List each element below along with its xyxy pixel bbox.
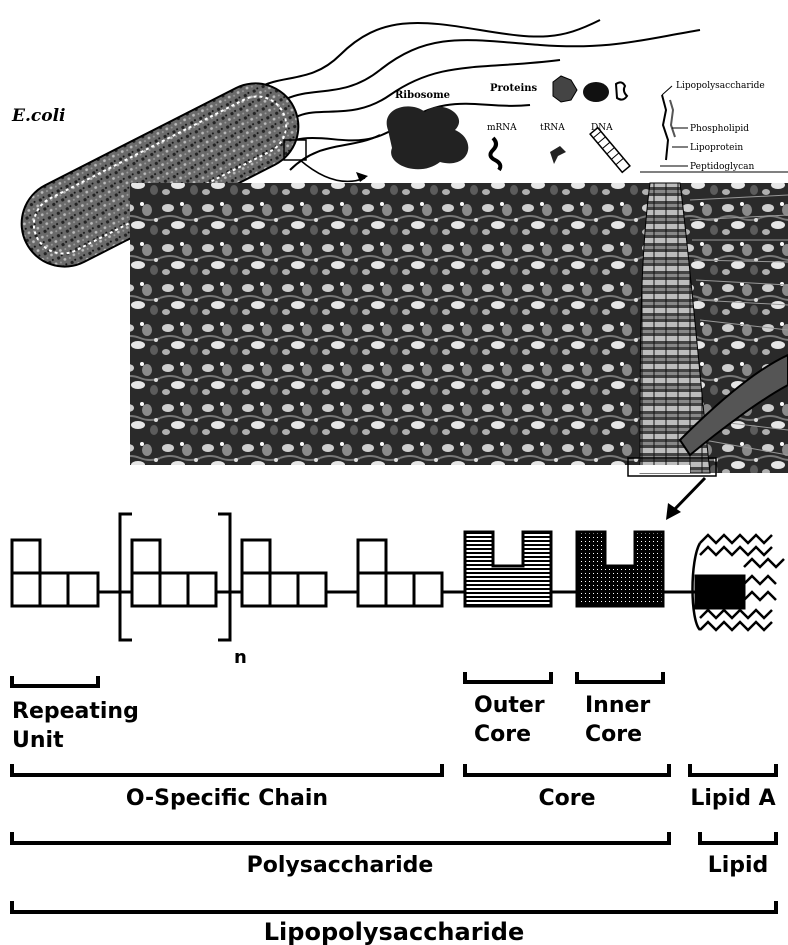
repeat-subscript: n (234, 647, 247, 668)
sugar-unit-3 (242, 540, 326, 606)
protein-shape-2 (583, 82, 609, 102)
lipoprotein-label: Lipoprotein (690, 143, 743, 153)
molecule-legend: Ribosome Proteins mRNA tRNA DNA (387, 76, 788, 172)
membrane-legend: Lipopolysaccharide Phospholipid Lipoprot… (640, 81, 788, 172)
cell-cross-section (130, 183, 788, 476)
inner-core-bracket (577, 672, 663, 682)
sugar-unit-4 (358, 540, 442, 606)
protein-shape-1 (553, 76, 577, 102)
protein-shape-3 (616, 82, 627, 99)
trna-label: tRNA (540, 123, 565, 133)
inner-core-block (577, 532, 663, 606)
zoom-arrow-bottom (672, 478, 705, 512)
lps-small-label: Lipopolysaccharide (676, 81, 765, 91)
organism-label: E.coli (11, 106, 65, 126)
peptidoglycan-label: Peptidoglycan (690, 162, 755, 172)
bracket-left (120, 514, 132, 640)
bracket-right (218, 514, 230, 640)
proteins-label: Proteins (490, 83, 538, 94)
lipid-bracket (700, 832, 776, 843)
repeating-unit-bracket (12, 676, 98, 686)
o-specific-chain-label: O-Specific Chain (126, 786, 328, 811)
core-bracket (465, 764, 669, 775)
sugar-unit-1 (12, 540, 98, 606)
ecoli-illustration: E.coli Ribosome Proteins mRNA tRNA DNA (7, 20, 788, 520)
outer-core-bracket (465, 672, 551, 682)
bracket-labels: Repeating Unit Outer Core Inner Core O-S… (12, 693, 776, 945)
mrna-shape (490, 138, 500, 170)
lipid-a-block (693, 535, 785, 630)
lps-bracket (12, 901, 776, 912)
lipid-a-label: Lipid A (690, 786, 775, 811)
lps-schematic (12, 514, 784, 640)
o-chain-bracket (12, 764, 442, 775)
outer-core-block (465, 532, 551, 606)
inner-core-label-1: Inner (585, 693, 650, 718)
ribosome-shape (387, 106, 469, 169)
ribosome-label: Ribosome (395, 90, 450, 101)
outer-core-label-1: Outer (474, 693, 545, 718)
dna-shape (590, 128, 630, 173)
mrna-label: mRNA (487, 123, 517, 133)
outer-core-label-2: Core (474, 722, 531, 747)
lipid-label: Lipid (708, 853, 769, 878)
trna-shape (550, 146, 566, 164)
polysaccharide-label: Polysaccharide (247, 853, 434, 878)
lipid-a-bracket (690, 764, 776, 775)
core-label: Core (538, 786, 595, 811)
repeating-unit-label-1: Repeating (12, 699, 139, 724)
sugar-unit-2 (132, 540, 216, 606)
phospholipid-label: Phospholipid (690, 124, 749, 134)
inner-core-label-2: Core (585, 722, 642, 747)
zoom-arrow-top (300, 160, 365, 181)
lipopolysaccharide-label: Lipopolysaccharide (264, 918, 524, 945)
polysaccharide-bracket (12, 832, 669, 843)
repeating-unit-label-2: Unit (12, 728, 64, 753)
